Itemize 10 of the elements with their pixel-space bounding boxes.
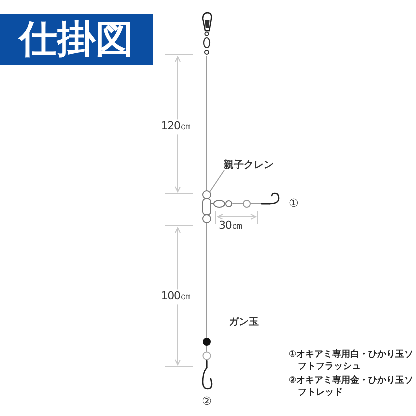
part-label: ガン玉: [229, 317, 259, 328]
note-text: ②オキアミ専用金・ひかり玉ソフトレッド: [289, 376, 415, 400]
callout-label: 親子クレン: [224, 160, 274, 172]
dimension-label: 120㎝: [161, 120, 191, 134]
leader-line: [209, 170, 225, 193]
dimension-label: 100㎝: [161, 290, 191, 304]
title-heading: 仕掛図: [0, 14, 153, 65]
callout-number: ①: [289, 198, 299, 211]
callout-number: ②: [202, 396, 212, 409]
note-text: ①オキアミ専用白・ひかり玉ソフトフラッシュ: [289, 350, 415, 374]
